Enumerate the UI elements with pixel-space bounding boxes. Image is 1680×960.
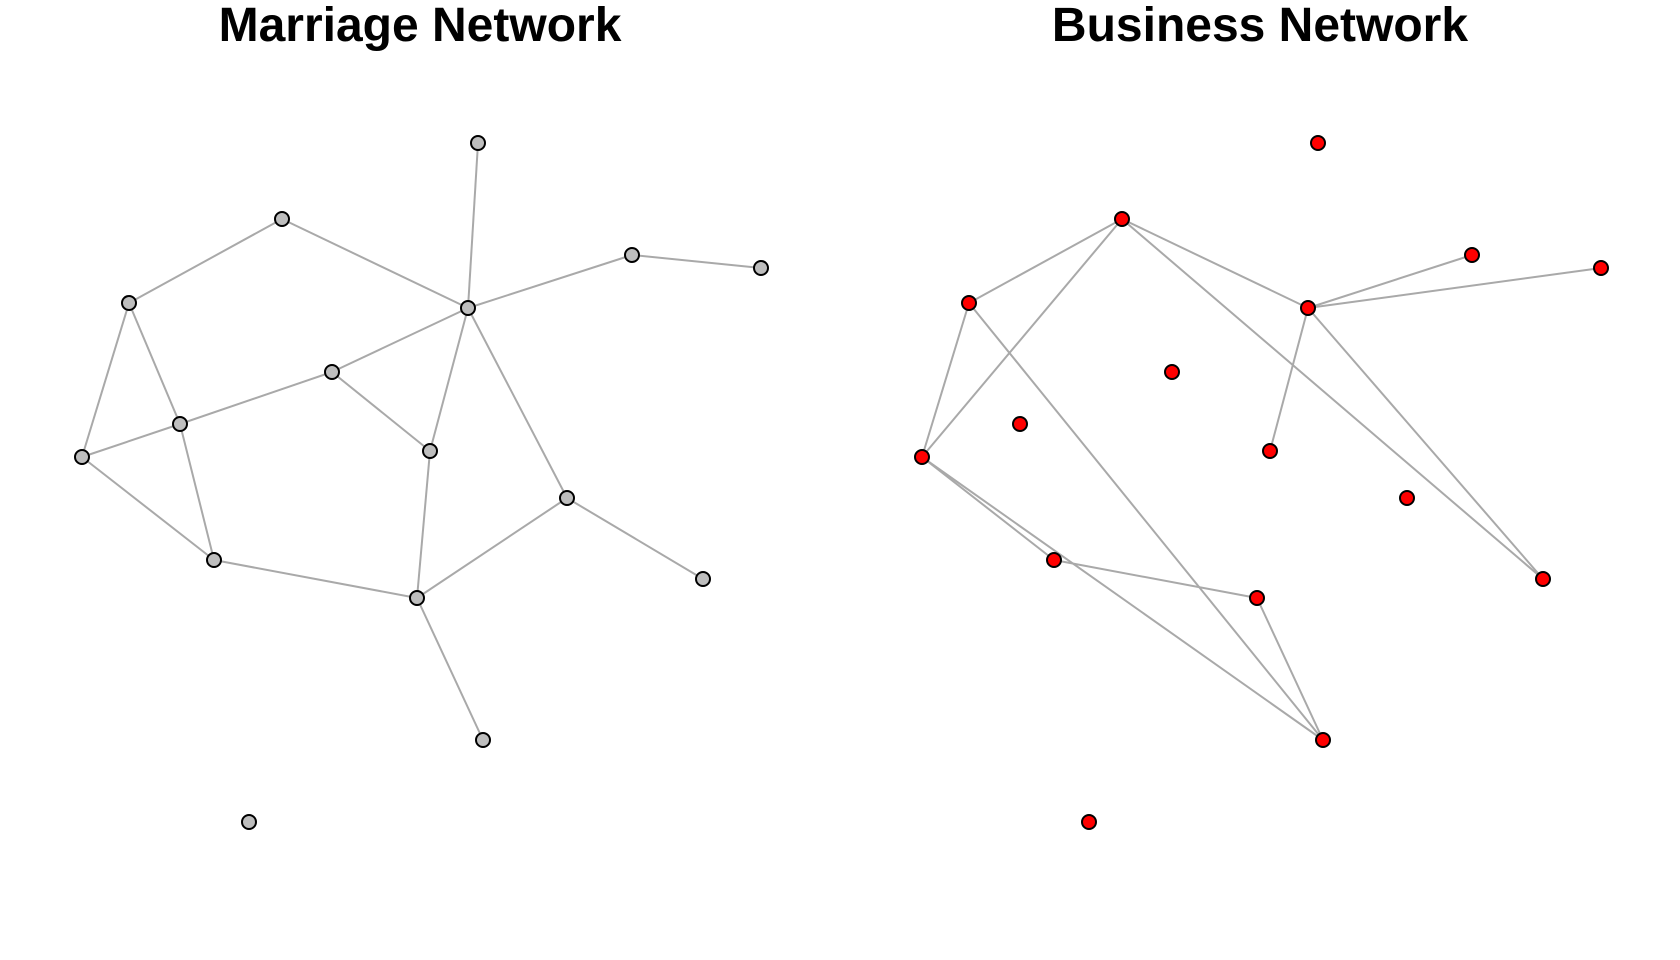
network-node	[409, 590, 425, 606]
network-edge	[968, 302, 1324, 741]
network-node	[624, 247, 640, 263]
network-edge	[179, 371, 333, 425]
network-node	[475, 732, 491, 748]
network-node	[695, 571, 711, 587]
network-edge	[467, 142, 479, 309]
network-node	[422, 443, 438, 459]
network-node	[74, 449, 90, 465]
network-edge	[467, 307, 568, 499]
business-network-graph	[914, 135, 1609, 830]
network-edge	[1256, 597, 1324, 741]
network-node	[1012, 416, 1028, 432]
network-node	[1262, 443, 1278, 459]
network-node	[1464, 247, 1480, 263]
network-node	[1046, 552, 1062, 568]
network-node	[1300, 300, 1316, 316]
business-network-panel: Business Network	[840, 0, 1680, 960]
network-node	[274, 211, 290, 227]
network-edge	[128, 218, 283, 304]
marriage-network-title: Marriage Network	[218, 0, 622, 52]
network-node	[1249, 590, 1265, 606]
network-edge	[1307, 307, 1544, 580]
network-edge	[968, 218, 1123, 304]
network-edge	[179, 423, 215, 561]
network-edge	[566, 497, 704, 580]
network-node	[121, 295, 137, 311]
network-edge	[331, 307, 469, 373]
network-node	[1399, 490, 1415, 506]
network-edge	[416, 450, 431, 599]
network-edge	[81, 302, 130, 458]
network-node	[324, 364, 340, 380]
network-edge	[331, 371, 431, 452]
network-node	[961, 295, 977, 311]
network-node	[470, 135, 486, 151]
network-edge	[1121, 218, 1544, 580]
marriage-network-graph	[74, 135, 769, 830]
network-edge	[921, 302, 970, 458]
network-edge	[1121, 218, 1309, 309]
marriage-network-panel: Marriage Network	[74, 0, 769, 830]
network-edge	[416, 597, 484, 741]
network-node	[206, 552, 222, 568]
network-node	[1310, 135, 1326, 151]
network-node	[1114, 211, 1130, 227]
network-edge	[1269, 307, 1309, 452]
network-edge	[81, 456, 215, 561]
network-edge	[429, 307, 469, 452]
network-node	[559, 490, 575, 506]
network-edge	[921, 456, 1324, 741]
business-network-title: Business Network	[1051, 0, 1469, 52]
network-edge	[1053, 559, 1258, 599]
network-edge	[631, 254, 762, 269]
network-node	[1315, 732, 1331, 748]
network-edge	[1307, 267, 1602, 309]
network-edge	[416, 497, 568, 599]
network-node	[172, 416, 188, 432]
network-edge	[81, 423, 181, 458]
network-node	[1593, 260, 1609, 276]
network-edge	[921, 218, 1123, 458]
network-edge	[921, 456, 1055, 561]
network-node	[241, 814, 257, 830]
network-edge	[213, 559, 418, 599]
network-node	[1081, 814, 1097, 830]
network-node	[460, 300, 476, 316]
network-node	[1535, 571, 1551, 587]
network-edge	[128, 302, 181, 425]
network-node	[914, 449, 930, 465]
network-edge	[467, 254, 633, 309]
network-node	[1164, 364, 1180, 380]
network-edge	[281, 218, 469, 309]
network-node	[753, 260, 769, 276]
network-edge	[1307, 254, 1473, 309]
